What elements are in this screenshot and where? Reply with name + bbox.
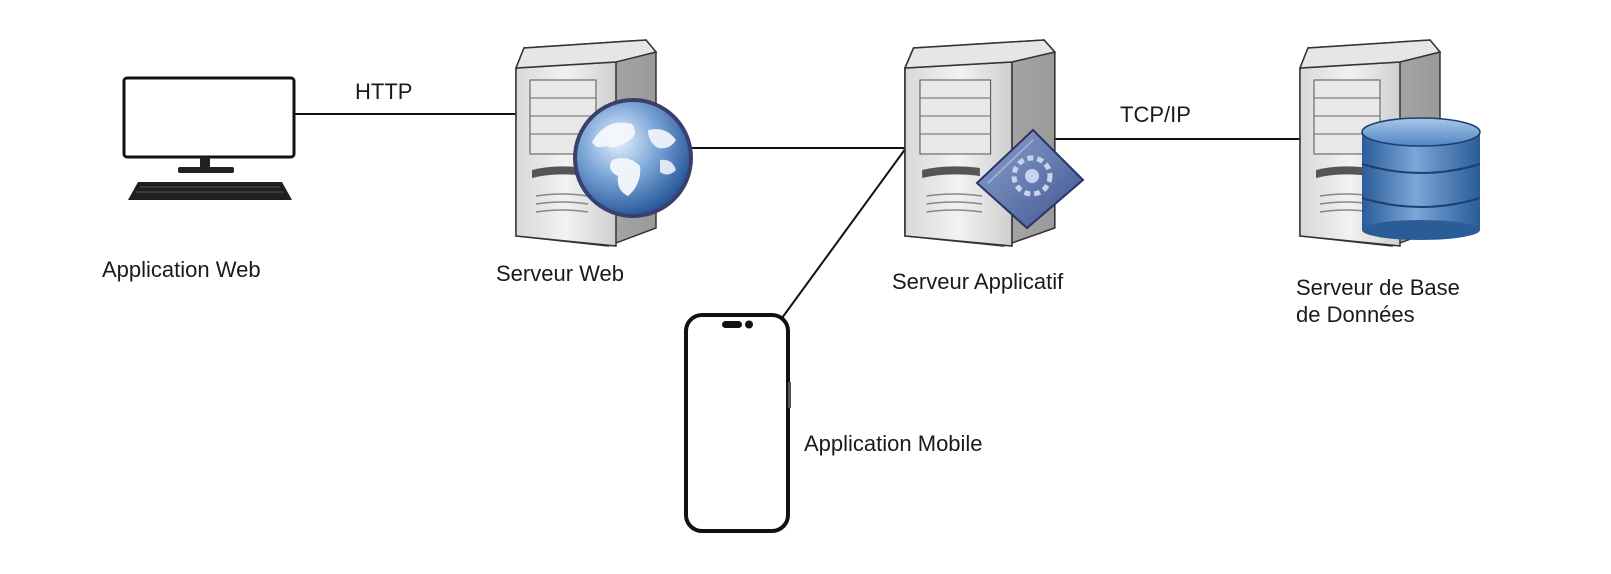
database-cylinder-icon — [1361, 117, 1481, 240]
node-label-serveur-web: Serveur Web — [496, 261, 624, 286]
node-label-database-server-line1: Serveur de Base — [1296, 275, 1460, 300]
node-label-application-web: Application Web — [102, 257, 261, 282]
smartphone-icon — [684, 313, 791, 533]
edge-label-http: HTTP — [355, 79, 413, 104]
node-label-database-server-line2: de Données — [1296, 302, 1415, 327]
node-label-serveur-applicatif: Serveur Applicatif — [892, 269, 1064, 294]
desktop-computer-icon — [122, 76, 296, 200]
gear-panel-icon — [975, 128, 1085, 230]
node-label-application-mobile: Application Mobile — [804, 431, 983, 456]
globe-icon — [573, 98, 693, 218]
edge-label-tcpip: TCP/IP — [1120, 102, 1191, 127]
mobile-to-app-connection-line — [781, 147, 907, 319]
